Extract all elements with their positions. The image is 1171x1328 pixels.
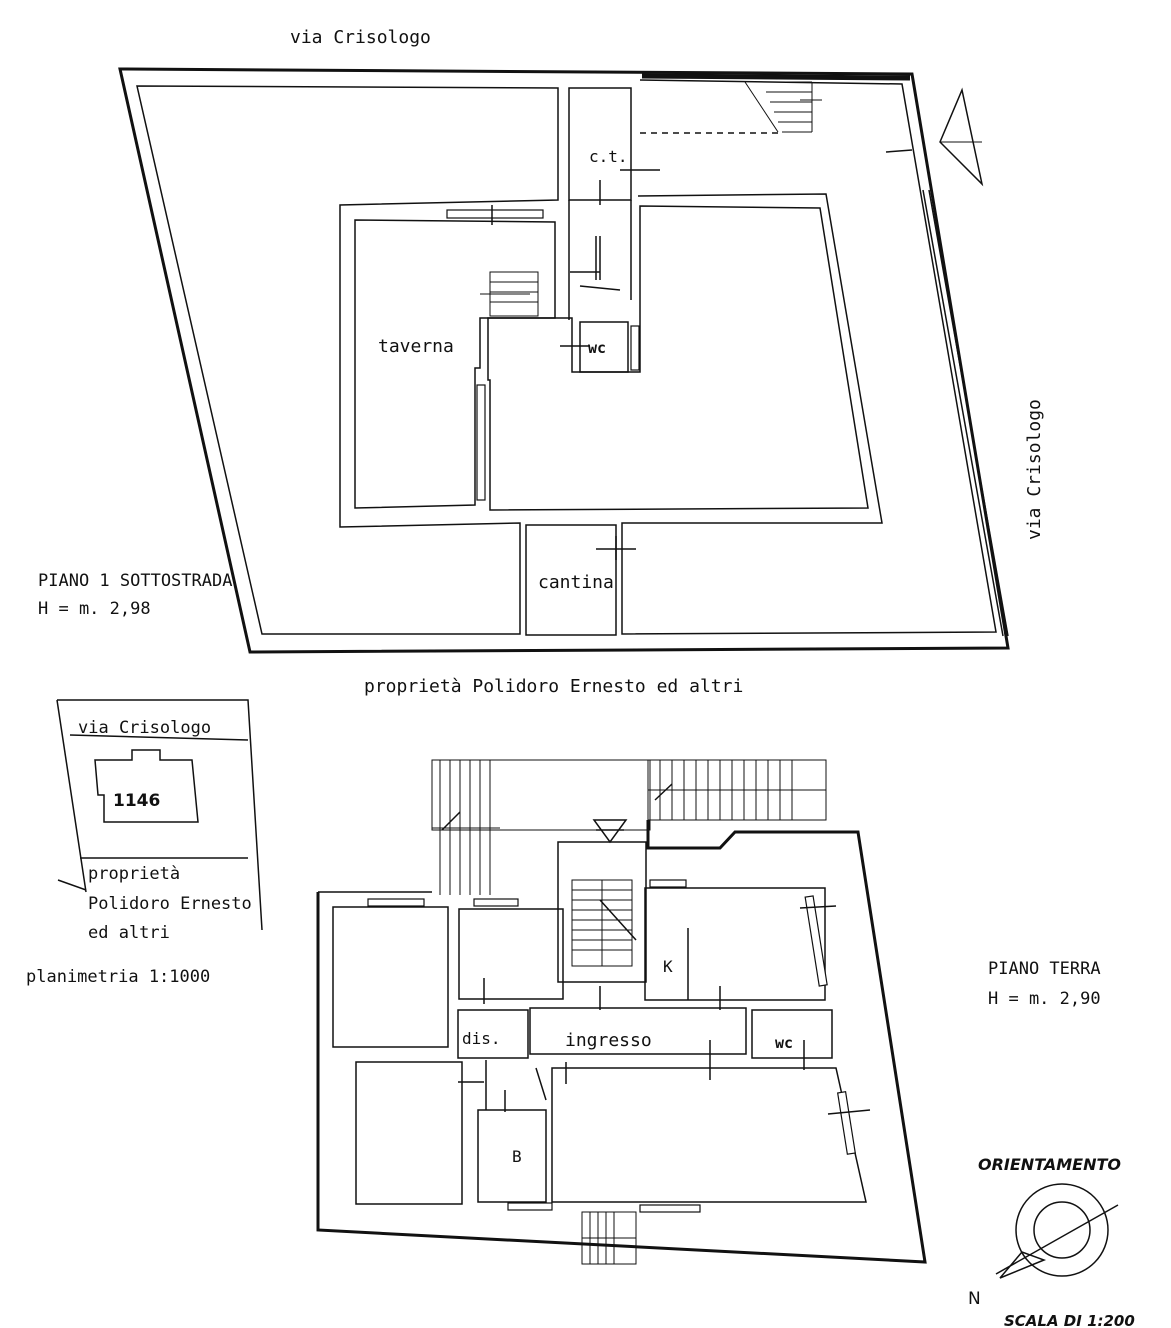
cantina-label: cantina [538,572,614,593]
ground-floor-title: PIANO TERRA [988,959,1101,979]
site-plan [56,699,263,931]
ground-ingresso-label: ingresso [565,1030,652,1051]
cantina-room [525,524,617,636]
orientation-compass [995,1183,1119,1279]
site-parcel-building [94,749,199,823]
ground-ingresso [529,1007,747,1055]
basement-ct-label: c.t. [589,147,628,166]
basement-wc-label: wc [588,339,606,357]
street-top-label: via Crisologo [290,27,431,48]
ground-k-label: K [663,957,673,976]
ground-room-k [644,887,826,1001]
ground-room-b [477,1109,547,1203]
basement-outer-wall-inner-right [621,79,997,635]
basement-floor-title: PIANO 1 SOTTOSTRADA [38,571,232,591]
site-property-line3: ed altri [88,923,170,943]
basement-outer-wall [118,67,1010,654]
site-scale-label: planimetria 1:1000 [26,967,210,987]
ground-wc-label: wc [775,1034,793,1052]
ground-stair-right [647,759,827,821]
basement-wc-room [579,321,629,373]
site-property-line2: Polidoro Ernesto [88,894,252,914]
ground-plan [316,759,927,1265]
ground-room-bottom-left [355,1061,463,1205]
ground-room-top-left [332,906,449,1048]
orientation-north-label: N [968,1289,981,1309]
site-street-label: via Crisologo [78,718,211,738]
site-parcel-number: 1146 [113,791,160,811]
ground-stair-left [431,759,651,895]
ground-b-label: B [512,1147,522,1166]
taverna-label: taverna [378,336,454,357]
ground-dis-label: dis. [462,1029,501,1048]
basement-north-arrow [939,87,984,187]
orientation-title: ORIENTAMENTO [978,1155,1121,1174]
basement-top-stair [744,81,822,133]
ground-outer-boundary [316,820,927,1264]
basement-floor-height: H = m. 2,98 [38,599,151,619]
ground-room-bottom-right [551,1067,867,1203]
scale-label: SCALA DI 1:200 [1004,1312,1135,1328]
ground-floor-height: H = m. 2,90 [988,989,1101,1009]
basement-outer-wall-inner [136,85,559,635]
ground-room-dis [457,1009,529,1059]
site-property-line1: proprietà [88,864,180,884]
neighbor-property-label: proprietà Polidoro Ernesto ed altri [364,676,743,697]
street-right-label: via Crisologo [1024,399,1045,540]
ground-entry-steps [581,1211,637,1265]
basement-plan [118,67,1010,654]
taverna-room [354,219,556,509]
ground-room-wc [751,1009,833,1059]
ground-room-top-mid [458,908,564,1000]
taverna-stair [480,271,539,317]
ground-stair-core [557,819,647,983]
